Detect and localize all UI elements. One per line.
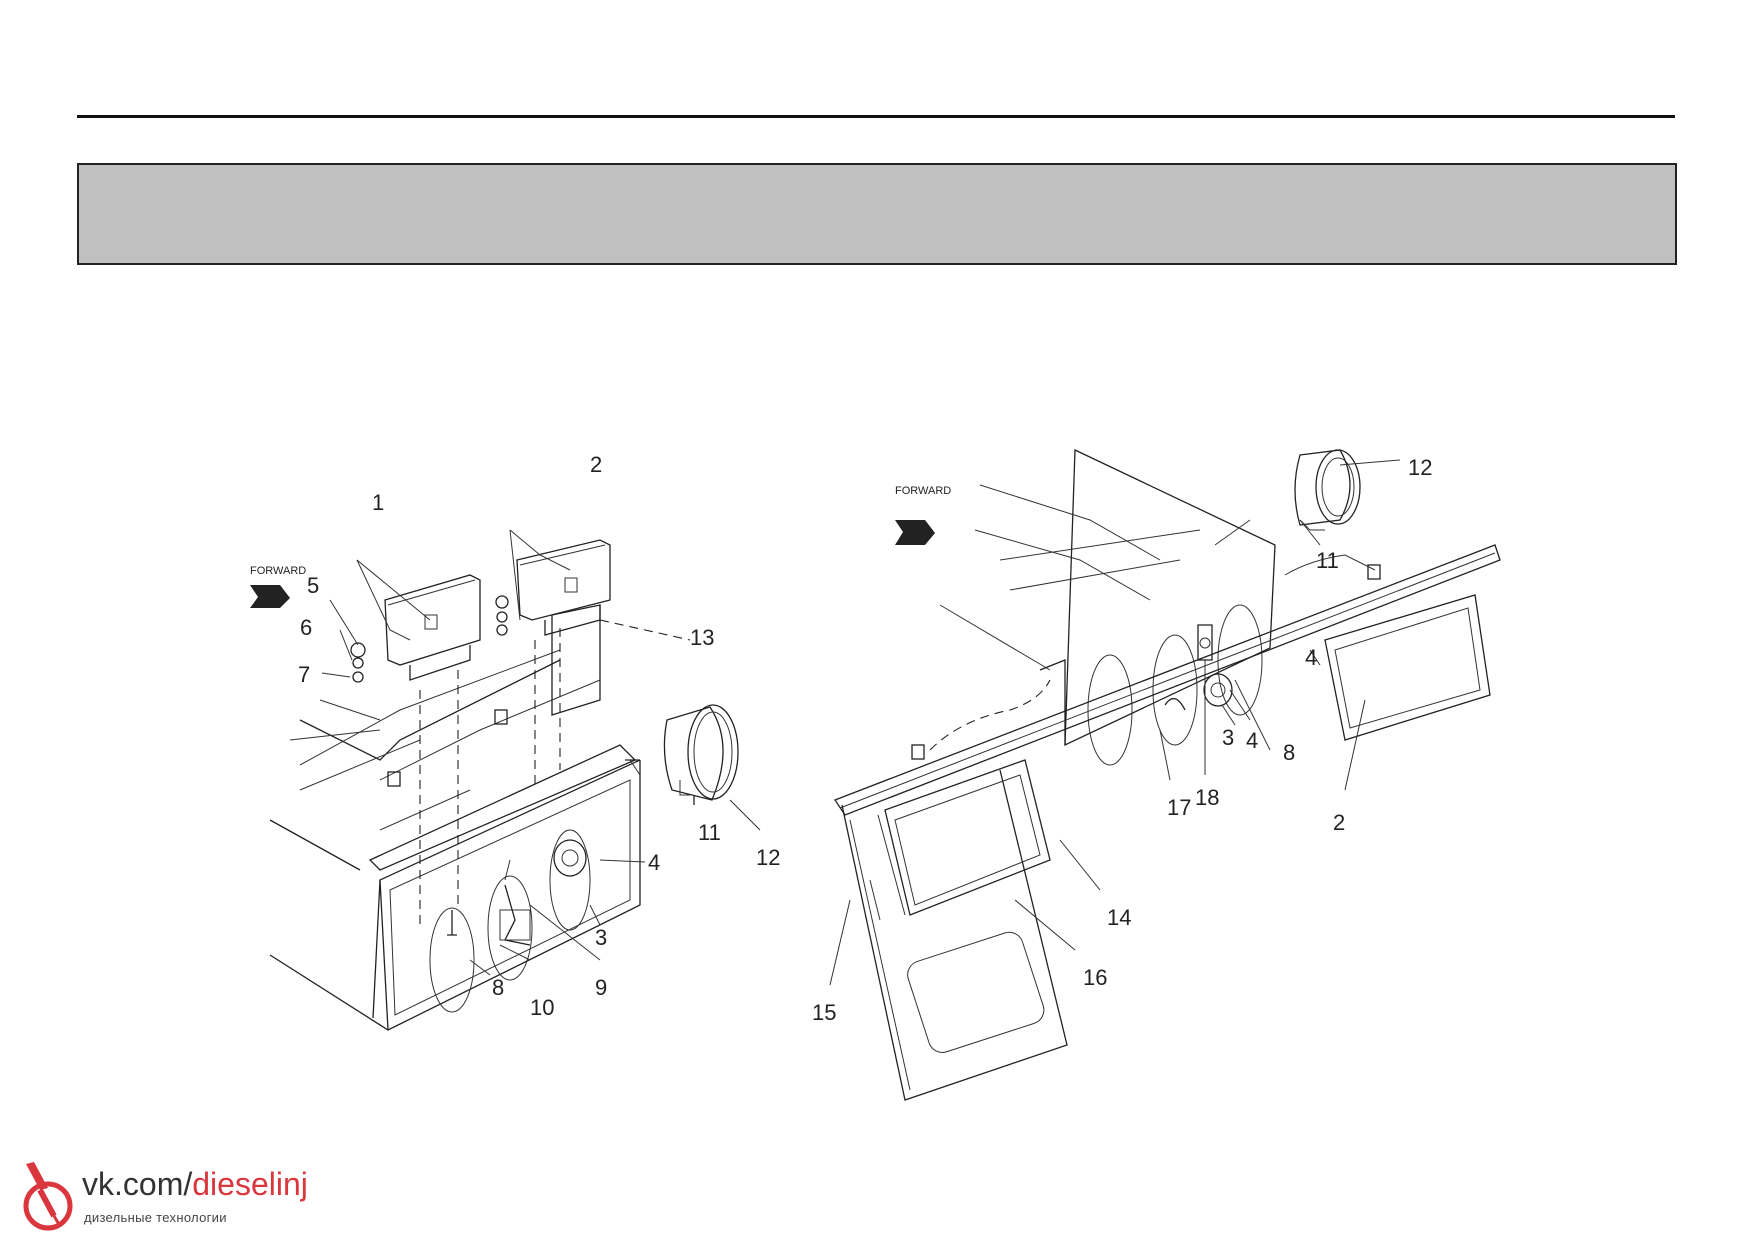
callout-right-17: 17 xyxy=(1167,795,1191,820)
callout-left-13: 13 xyxy=(690,625,714,650)
callout-right-2: 2 xyxy=(1333,810,1345,835)
callout-left-10: 10 xyxy=(530,995,554,1020)
watermark-domain-highlight: dieselinj xyxy=(192,1166,308,1202)
callout-left-11: 11 xyxy=(698,820,721,845)
callout-right-4b: 4 xyxy=(1246,728,1258,753)
buzzer-12 xyxy=(663,704,739,801)
left-forward-label: FORWARD xyxy=(250,565,306,577)
callout-right-18: 18 xyxy=(1195,785,1219,810)
callout-left-4: 4 xyxy=(648,850,660,875)
callout-left-6: 6 xyxy=(300,615,312,640)
callout-right-3: 3 xyxy=(1222,725,1234,750)
watermark-domain-prefix: vk.com/ xyxy=(82,1166,193,1202)
callout-left-5: 5 xyxy=(307,573,319,598)
callout-left-7: 7 xyxy=(298,662,310,687)
left-assembly xyxy=(269,529,761,1031)
plate-15 xyxy=(841,769,1068,1101)
right-forward-label: FORWARD xyxy=(895,485,951,497)
callout-right-4a: 4 xyxy=(1305,645,1317,670)
left-callouts: 1 2 3 4 5 6 7 8 9 10 11 12 13 xyxy=(298,452,780,1020)
callout-right-14: 14 xyxy=(1107,905,1131,930)
lamp-1 xyxy=(384,574,481,681)
right-callouts: 12 11 4 2 8 4 3 18 17 14 16 15 xyxy=(812,455,1432,1025)
right-assembly xyxy=(829,448,1501,1101)
watermark-domain: vk.com/dieselinj xyxy=(82,1166,308,1203)
lamp-2 xyxy=(516,539,611,636)
callout-right-15: 15 xyxy=(812,1000,836,1025)
horn-4 xyxy=(553,839,587,877)
lamp-16 xyxy=(877,759,1051,916)
top-rule xyxy=(77,115,1675,118)
callout-left-2: 2 xyxy=(590,452,602,477)
left-forward-indicator: FORWARD xyxy=(250,565,306,608)
callout-right-16: 16 xyxy=(1083,965,1107,990)
lamp-2-right xyxy=(1324,594,1491,741)
callout-right-8: 8 xyxy=(1283,740,1295,765)
header-banner xyxy=(77,163,1677,265)
callout-left-1: 1 xyxy=(372,490,384,515)
callout-left-8: 8 xyxy=(492,975,504,1000)
right-forward-indicator: FORWARD xyxy=(895,485,951,545)
callout-left-9: 9 xyxy=(595,975,607,1000)
callout-right-12: 12 xyxy=(1408,455,1432,480)
buzzer-12-right xyxy=(1294,449,1361,531)
callout-left-3: 3 xyxy=(595,925,607,950)
washer-stack xyxy=(350,595,509,683)
watermark-subtitle: дизельные технологии xyxy=(84,1210,227,1225)
callout-right-11: 11 xyxy=(1316,548,1339,573)
injector-icon xyxy=(23,1162,73,1231)
horn-4-right xyxy=(1203,673,1233,707)
callout-left-12: 12 xyxy=(756,845,780,870)
watermark-logo: vk.com/dieselinj дизельные технологии xyxy=(18,1160,318,1235)
